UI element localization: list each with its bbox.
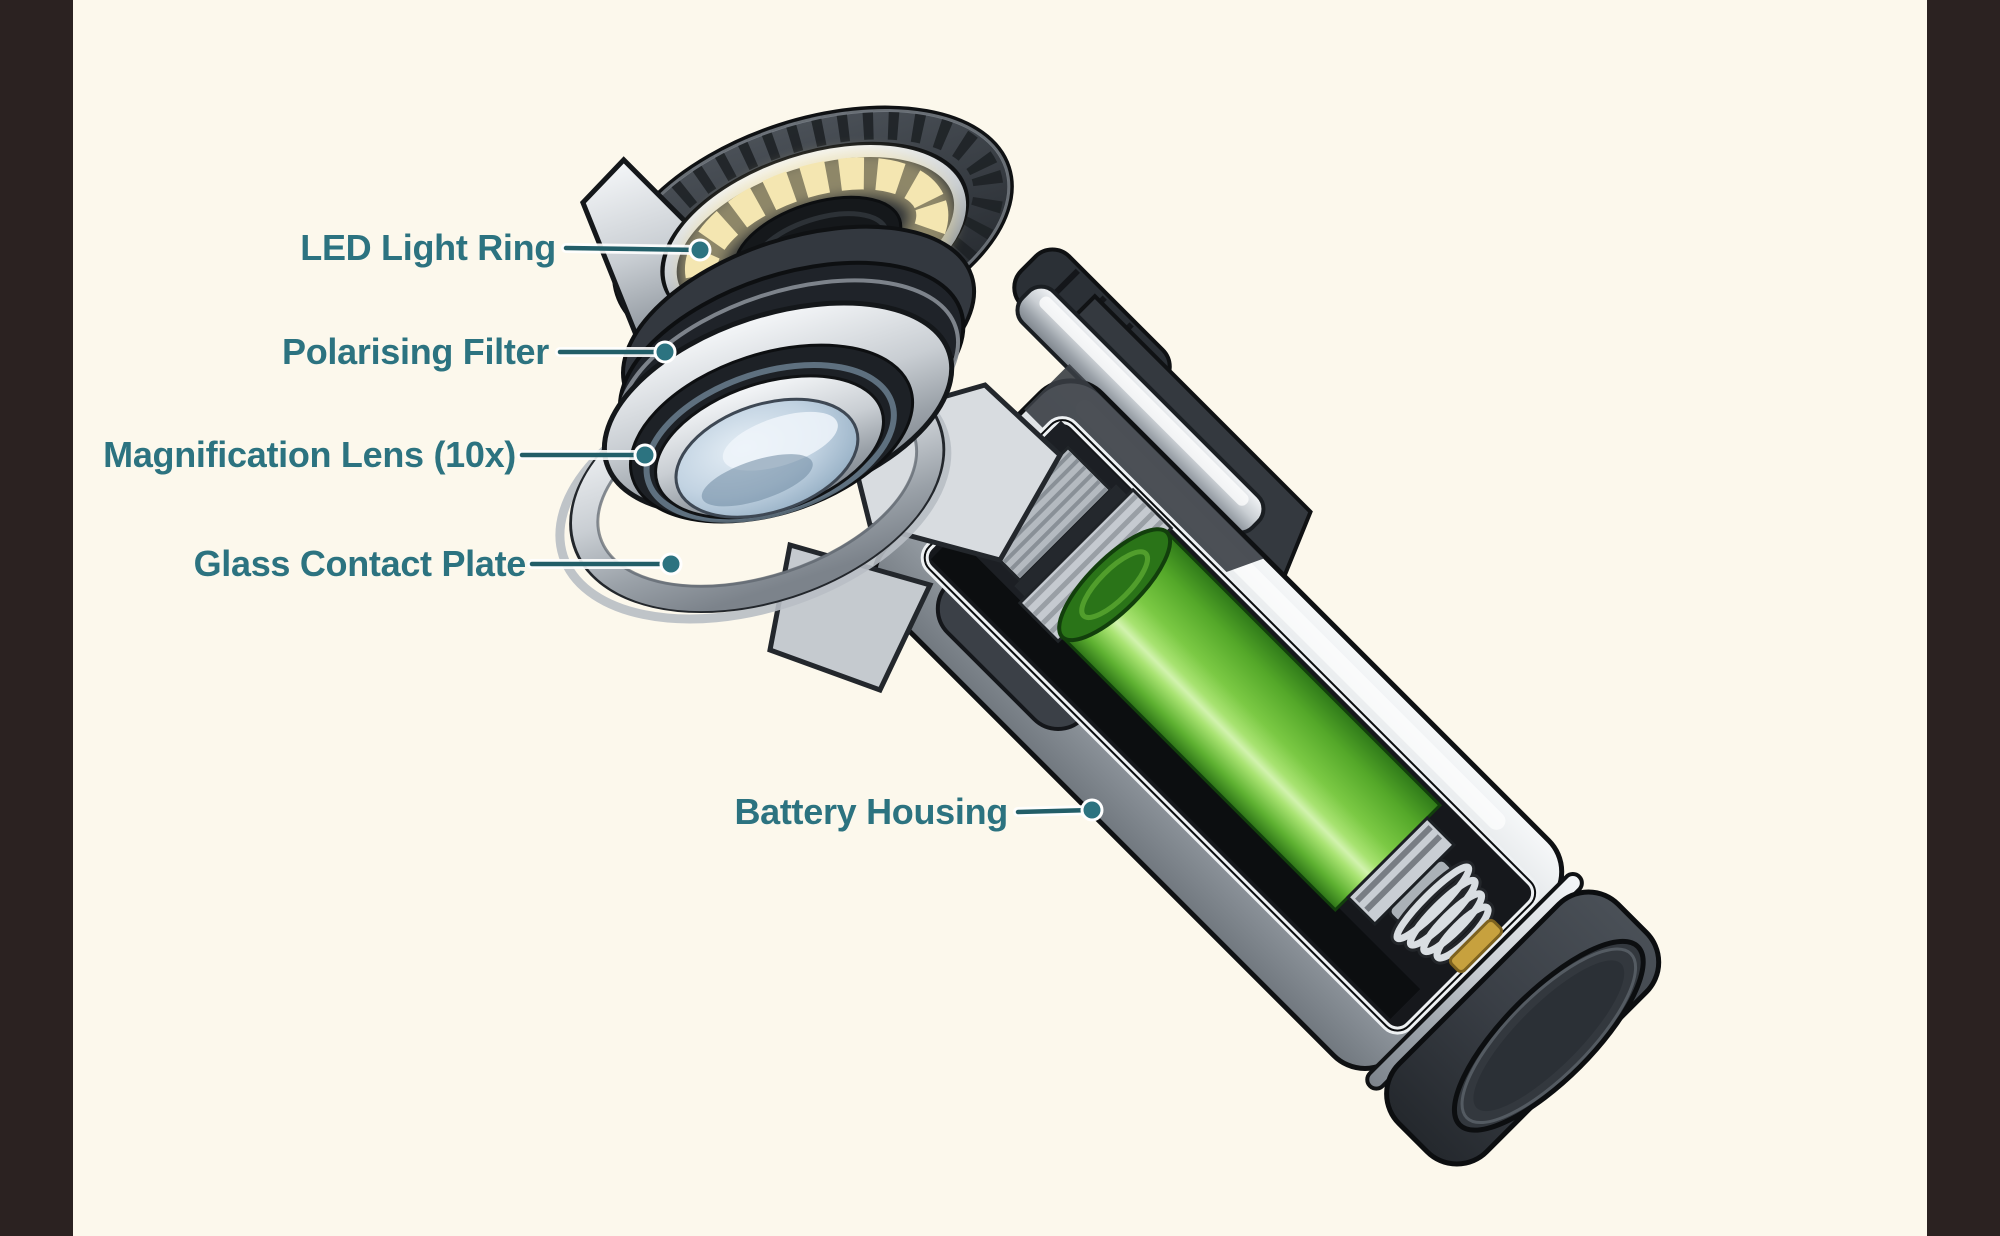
- label-magnification-lens: Magnification Lens (10x): [103, 434, 516, 475]
- left-frame-bar: [0, 0, 73, 1236]
- leader-magnification-lens: [517, 443, 657, 467]
- label-glass-contact-plate: Glass Contact Plate: [193, 543, 527, 584]
- gold-contact: [1448, 918, 1503, 973]
- battery: [1057, 527, 1457, 927]
- leader-led-light-ring: [561, 238, 712, 262]
- leader-polarising-filter: [555, 340, 677, 364]
- label-led-light-ring: LED Light Ring: [300, 227, 556, 268]
- magnification-lens: [674, 397, 860, 519]
- label-battery-housing: Battery Housing: [734, 791, 1008, 832]
- label-polarising-filter: Polarising Filter: [282, 331, 549, 372]
- leader-lines: [517, 238, 1104, 822]
- battery-housing: [871, 247, 1662, 1167]
- leader-glass-contact-plate: [527, 552, 683, 576]
- right-frame-bar: [1927, 0, 2000, 1236]
- battery-negative-end: [1057, 527, 1173, 643]
- scope-head: [555, 105, 1014, 624]
- leader-battery-housing: [1013, 798, 1104, 822]
